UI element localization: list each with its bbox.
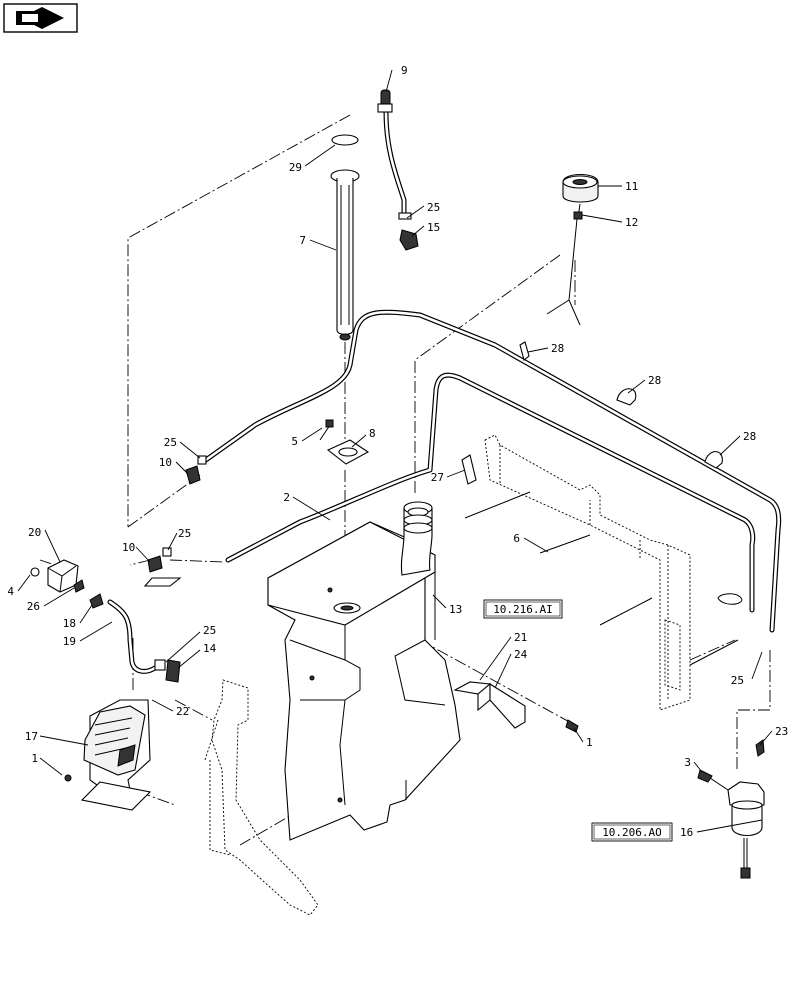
control-module xyxy=(64,699,152,811)
callout-label: 6 xyxy=(513,532,520,545)
supply-hoses xyxy=(200,309,782,633)
callout-label: 3 xyxy=(684,756,691,769)
return-hose-assembly xyxy=(377,89,419,251)
callout-label: 5 xyxy=(291,435,298,448)
callout-label: 26 xyxy=(27,600,40,613)
fuel-filter xyxy=(697,739,765,879)
callout-label: 18 xyxy=(63,617,76,630)
callout-label: 25 xyxy=(164,436,177,449)
callout-label: 8 xyxy=(369,427,376,440)
callout-label: 1 xyxy=(31,752,38,765)
callout-label: 9 xyxy=(401,64,408,77)
callout-label: 17 xyxy=(25,730,38,743)
callout-label: 11 xyxy=(625,180,638,193)
sender-flange xyxy=(319,419,370,465)
callout-label: 14 xyxy=(203,642,217,655)
callout-label: 25 xyxy=(178,527,191,540)
next-page-arrow-icon[interactable] xyxy=(3,3,78,33)
callout-label: 7 xyxy=(299,234,306,247)
reference-label: 10.216.AI xyxy=(493,603,553,616)
fuel-tank xyxy=(267,501,461,841)
callout-label: 19 xyxy=(63,635,76,648)
fuel-level-sender xyxy=(330,134,360,341)
mounting-frame xyxy=(461,434,739,711)
fittings xyxy=(143,455,207,587)
callout-label: 24 xyxy=(514,648,528,661)
callout-label: 29 xyxy=(289,161,302,174)
callout-label: 22 xyxy=(176,705,189,718)
leader-lines xyxy=(17,69,773,833)
callout-label: 15 xyxy=(427,221,440,234)
callout-label: 21 xyxy=(514,631,527,644)
callout-label: 4 xyxy=(7,585,14,598)
reference-link-filter[interactable]: 10.206.AO xyxy=(591,822,673,842)
callout-label: 2 xyxy=(283,491,290,504)
callout-label: 16 xyxy=(680,826,693,839)
callout-label: 28 xyxy=(551,342,564,355)
callout-label: 23 xyxy=(775,725,788,738)
hose-clips xyxy=(519,341,743,605)
callout-labels: 9 29 7 25 15 11 12 28 28 28 8 5 25 10 27… xyxy=(7,64,788,839)
tank-strap xyxy=(453,681,579,733)
callout-label: 25 xyxy=(427,201,440,214)
left-connectors xyxy=(30,559,181,683)
callout-label: 13 xyxy=(449,603,462,616)
callout-label: 28 xyxy=(648,374,661,387)
reference-link-tank[interactable]: 10.216.AI xyxy=(483,599,563,619)
callout-label: 20 xyxy=(28,526,41,539)
reference-label: 10.206.AO xyxy=(602,826,662,839)
callout-label: 10 xyxy=(159,456,172,469)
fuel-cap xyxy=(546,173,599,326)
callout-label: 25 xyxy=(731,674,744,687)
callout-label: 10 xyxy=(122,541,135,554)
callout-label: 12 xyxy=(625,216,638,229)
callout-label: 27 xyxy=(431,471,444,484)
callout-label: 1 xyxy=(586,736,593,749)
callout-label: 28 xyxy=(743,430,756,443)
side-panel xyxy=(204,679,319,916)
callout-label: 25 xyxy=(203,624,216,637)
